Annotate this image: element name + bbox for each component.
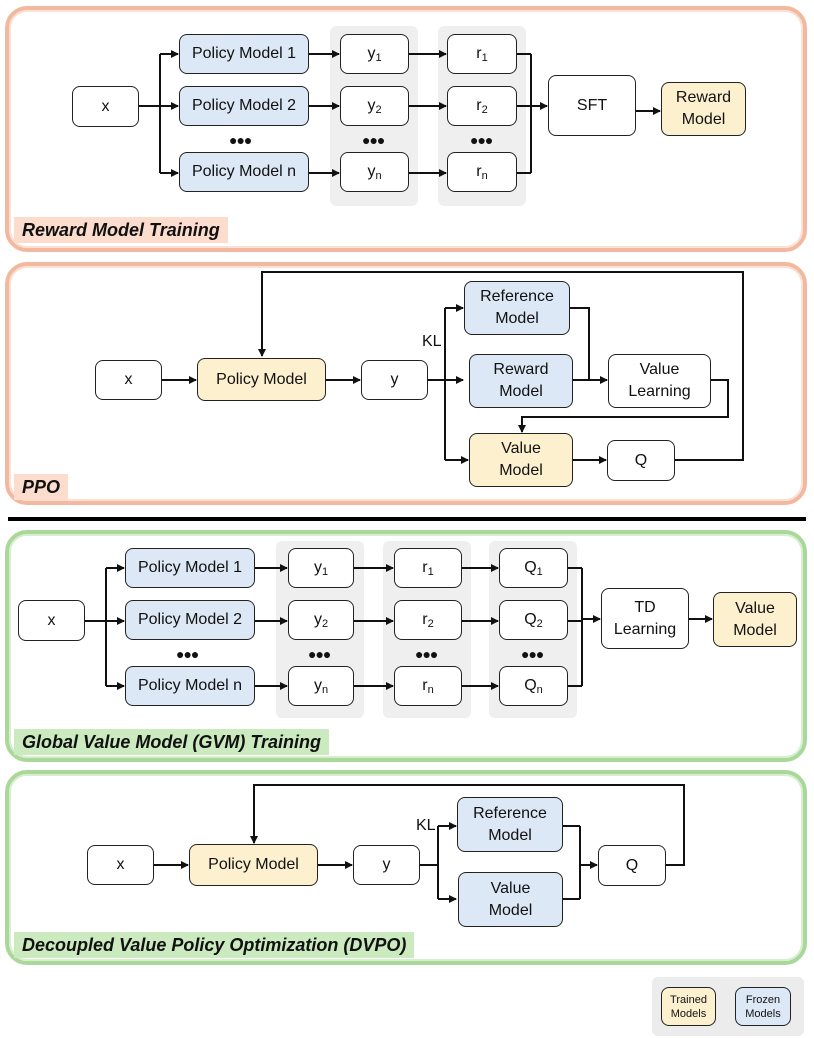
ellipsis-dots: ●●● [470,132,493,148]
r-label: r1 [422,558,434,578]
gvm-training-panel [5,530,807,762]
y-box: y [361,360,428,400]
value-model-box: Value Model [458,872,563,927]
q-box: Q [607,440,675,481]
ellipsis-dots: ●●● [521,646,544,662]
ellipsis-dots: ●●● [229,132,252,148]
value-learning-box: Value Learning [608,354,711,408]
q-label: Q2 [524,610,543,630]
policy-model-1-box: Policy Model 1 [125,548,255,588]
ppo-title: PPO [14,474,69,500]
legend-frozen-models: Frozen Models [735,987,791,1026]
q-label: Q1 [524,558,543,578]
r1-box: r1 [447,34,517,74]
ppo-panel [5,262,807,505]
policy-model-n-box: Policy Model n [179,152,309,192]
ellipsis-dots: ●●● [176,646,199,662]
ellipsis-dots: ●●● [308,646,331,662]
r-label: r1 [476,44,488,64]
r-label: rn [422,676,434,696]
sft-box: SFT [548,75,636,136]
yn-box: yn [340,152,409,192]
y-label: y2 [313,610,329,630]
y-label: yn [313,676,329,696]
y-label: y1 [367,44,382,64]
reward-model-training-title: Reward Model Training [14,217,228,243]
dvpo-panel [5,770,807,965]
input-x-box: x [87,845,154,885]
policy-model-box: Policy Model [197,358,326,401]
y-label: y1 [313,558,329,578]
gvm-training-title: Global Value Model (GVM) Training [14,729,330,755]
td-learning-box: TD Learning [601,588,689,649]
rn-box: rn [447,152,517,192]
y-box: y [353,845,420,885]
qn-box: Qn [499,666,568,706]
r2-box: r2 [394,600,462,640]
reward-model-training-panel [5,6,807,252]
input-x-box: x [18,600,85,641]
legend-trained-models: Trained Models [661,987,716,1026]
r-label: r2 [476,96,488,116]
r2-box: r2 [447,86,517,126]
value-model-box: Value Model [469,433,573,487]
y1-box: y1 [288,548,354,588]
r1-box: r1 [394,548,462,588]
reference-model-box: Reference Model [464,281,570,335]
policy-model-box: Policy Model [189,844,318,886]
r-label: rn [476,162,488,182]
section-divider [8,517,806,521]
q-label: Qn [524,676,543,696]
input-x-box: x [72,86,139,127]
ellipsis-dots: ●●● [362,132,385,148]
q1-box: Q1 [499,548,568,588]
reference-model-box: Reference Model [457,797,563,852]
reward-model-box: Reward Model [661,82,746,136]
dvpo-title: Decoupled Value Policy Optimization (DVP… [14,932,415,958]
value-model-box: Value Model [713,592,797,647]
ellipsis-dots: ●●● [415,646,438,662]
policy-model-n-box: Policy Model n [125,666,255,706]
policy-model-2-box: Policy Model 2 [179,86,309,126]
kl-label: KL [422,333,442,350]
y-label: y2 [367,96,382,116]
y1-box: y1 [340,34,409,74]
legend: Trained Models Frozen Models [652,977,804,1036]
reward-model-box: Reward Model [469,354,573,408]
input-x-box: x [95,360,162,400]
policy-model-2-box: Policy Model 2 [125,600,255,640]
y-label: yn [367,162,382,182]
y2-box: y2 [340,86,409,126]
y2-box: y2 [288,600,354,640]
yn-box: yn [288,666,354,706]
rn-box: rn [394,666,462,706]
kl-label: KL [416,817,436,834]
q-box: Q [598,845,666,886]
policy-model-1-box: Policy Model 1 [179,34,309,74]
r-label: r2 [422,610,434,630]
q2-box: Q2 [499,600,568,640]
